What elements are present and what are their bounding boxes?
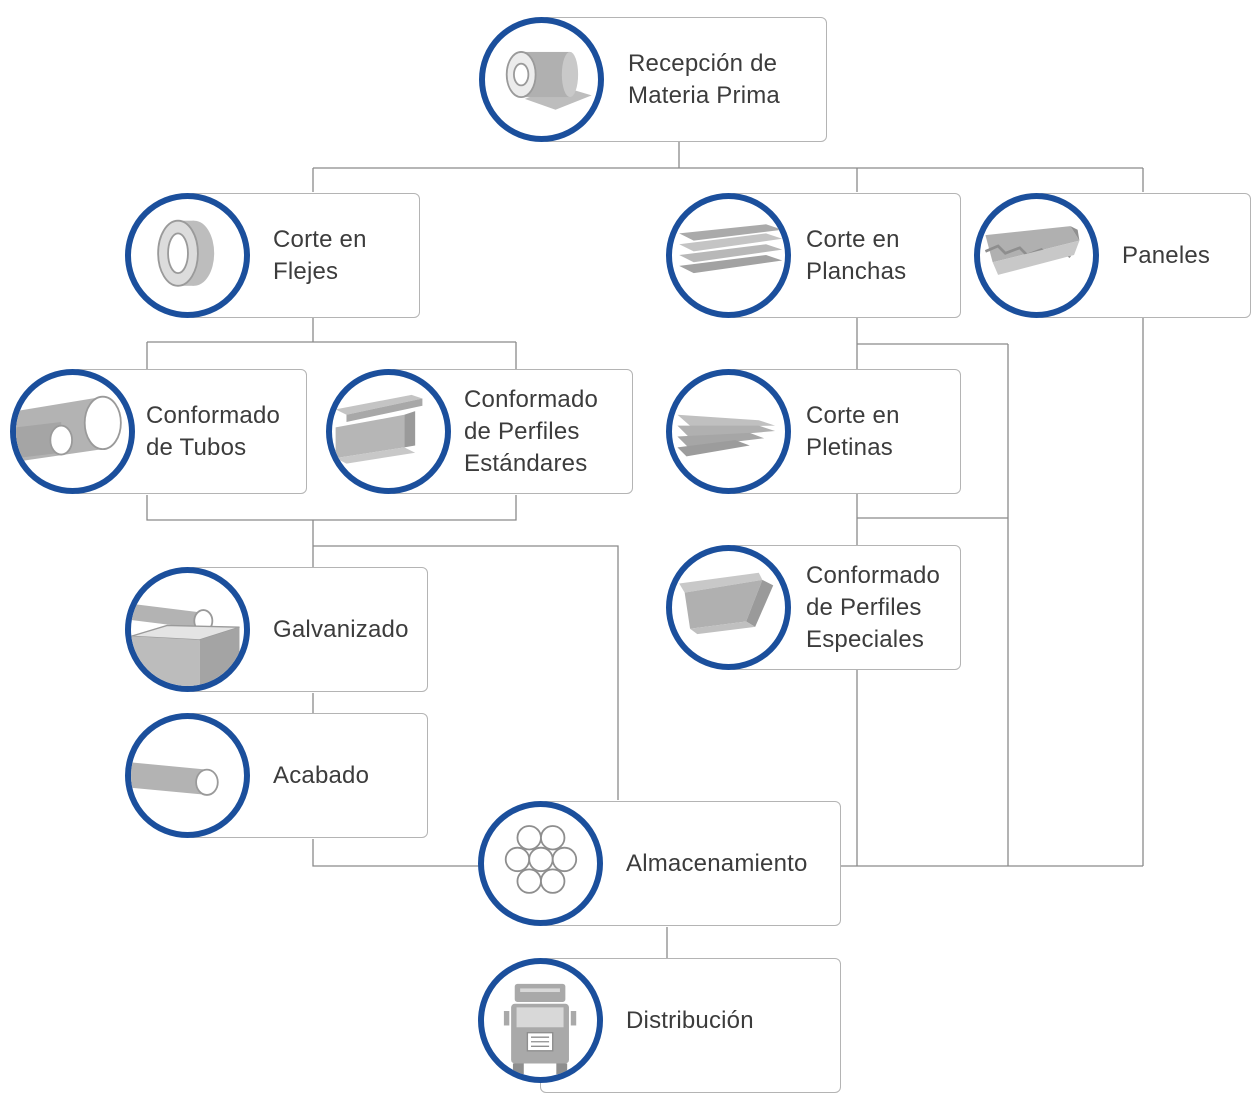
node-recepcion-materia-prima: Recepción de Materia Prima bbox=[479, 17, 827, 142]
node-label: Conformado de Tubos bbox=[146, 401, 281, 461]
node-label: Corte en Pletinas bbox=[806, 401, 900, 461]
tubes-icon bbox=[10, 369, 135, 494]
tube-bundle-icon bbox=[478, 801, 603, 926]
node-corte-en-planchas: Corte en Planchas bbox=[666, 193, 961, 318]
strip-coil-icon bbox=[125, 193, 250, 318]
node-conformado-de-perfiles-especiales: Conformado de Perfiles Especiales bbox=[666, 545, 961, 670]
node-label: Conformado de Perfiles Especiales bbox=[806, 561, 941, 653]
node-acabado: Acabado bbox=[125, 713, 428, 838]
node-conformado-de-perfiles-estandares: Conformado de Perfiles Estándares bbox=[326, 369, 633, 494]
standard-profiles-icon bbox=[326, 369, 451, 494]
truck-icon bbox=[478, 958, 603, 1083]
node-almacenamiento: Almacenamiento bbox=[478, 801, 841, 926]
connector-lines bbox=[146, 142, 1144, 958]
node-label: Galvanizado bbox=[273, 615, 409, 643]
node-label: Corte en Flejes bbox=[273, 225, 367, 285]
flat-bars-icon bbox=[666, 369, 791, 494]
node-distribucion: Distribución bbox=[478, 958, 841, 1093]
node-paneles: Paneles bbox=[974, 193, 1251, 318]
finished-tube-icon bbox=[125, 713, 250, 838]
galvanizing-bath-icon bbox=[125, 567, 250, 692]
node-corte-en-flejes: Corte en Flejes bbox=[125, 193, 420, 318]
node-corte-en-pletinas: Corte en Pletinas bbox=[666, 369, 961, 494]
node-label: Recepción de Materia Prima bbox=[628, 49, 780, 109]
special-profile-icon bbox=[666, 545, 791, 670]
node-label: Conformado de Perfiles Estándares bbox=[464, 385, 599, 477]
node-label: Corte en Planchas bbox=[806, 225, 907, 285]
node-galvanizado: Galvanizado bbox=[125, 567, 428, 692]
node-label: Distribución bbox=[626, 1006, 754, 1034]
node-label: Paneles bbox=[1122, 241, 1211, 269]
node-label: Acabado bbox=[273, 761, 370, 789]
steel-coil-icon bbox=[479, 17, 604, 142]
stacked-sheets-icon bbox=[666, 193, 791, 318]
node-label: Almacenamiento bbox=[626, 849, 808, 877]
corrugated-panel-icon bbox=[974, 193, 1099, 318]
node-conformado-de-tubos: Conformado de Tubos bbox=[10, 369, 307, 494]
